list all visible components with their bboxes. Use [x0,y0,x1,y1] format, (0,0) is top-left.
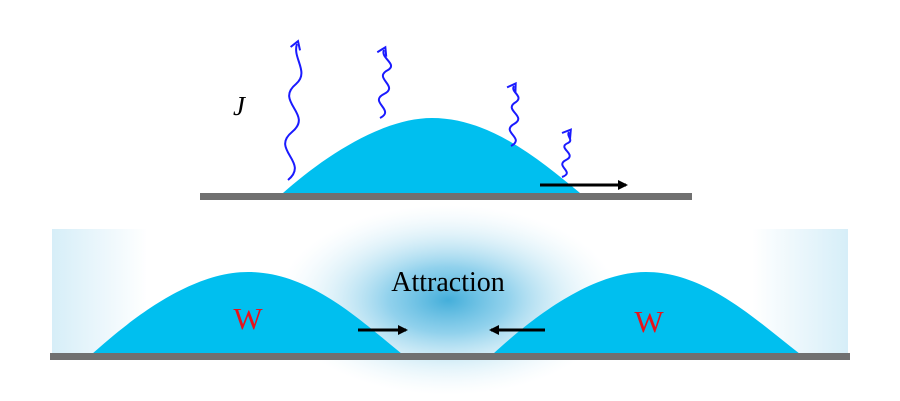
left-droplet-label: W [233,301,263,336]
evaporation-wave-4-icon [561,128,572,178]
attraction-label: Attraction [391,267,505,298]
left-droplet [92,272,402,354]
evaporation-wave-3-icon [506,81,520,147]
evaporation-wave-2-icon [376,45,393,119]
bottom-panel: Attraction W W [50,205,850,395]
top-substrate [200,193,692,200]
right-droplet [493,272,800,354]
right-droplet-label: W [634,304,664,339]
bottom-substrate [50,353,850,360]
evaporation-wave-1-icon [284,39,303,181]
flux-label: J [233,91,247,121]
top-panel: J [200,39,692,200]
top-droplet [283,118,580,193]
